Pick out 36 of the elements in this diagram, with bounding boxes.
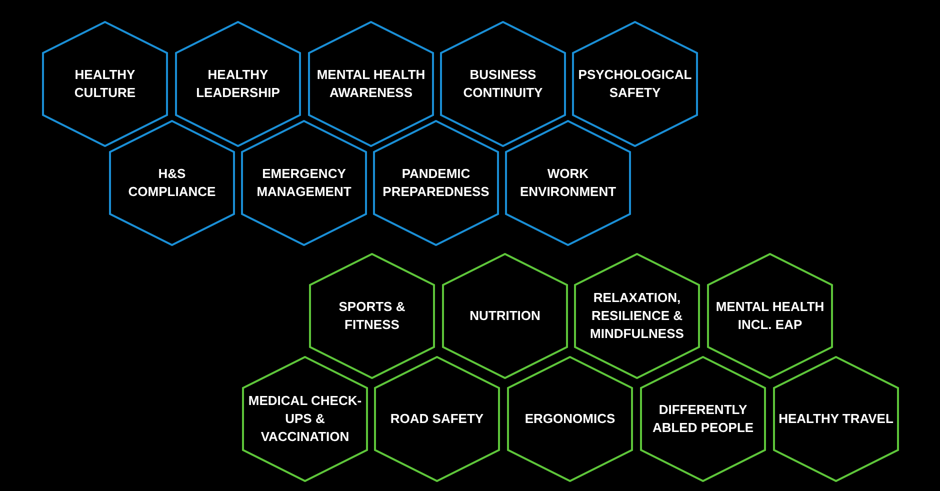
- hexagon-tile: [42, 21, 168, 147]
- hexagon-tile: [309, 253, 435, 379]
- tile-label: RELAXATION, RESILIENCE & MINDFULNESS: [589, 289, 685, 343]
- tile-label: NUTRITION: [470, 307, 540, 325]
- hexagon-tile: [505, 120, 631, 246]
- hexagon-tile: [175, 21, 301, 147]
- tile-label: BUSINESS CONTINUITY: [462, 66, 544, 102]
- tile-label: PANDEMIC PREPAREDNESS: [382, 165, 490, 201]
- tile-label: HEALTHY TRAVEL: [778, 410, 894, 428]
- tile-label: DIFFERENTLY ABLED PEOPLE: [651, 401, 755, 437]
- tile-label: HEALTHY LEADERSHIP: [195, 66, 281, 102]
- tile-label: PSYCHOLOGICAL SAFETY: [577, 66, 693, 102]
- hexagon-tile: [707, 253, 833, 379]
- hexagon-tile: [374, 356, 500, 482]
- tile-label: ERGONOMICS: [524, 410, 616, 428]
- tile-label: MEDICAL CHECK-UPS & VACCINATION: [247, 392, 363, 446]
- hexagon-tile: [308, 21, 434, 147]
- tile-label: ROAD SAFETY: [390, 410, 484, 428]
- hexagon-tile: [773, 356, 899, 482]
- hexagon-tile: [440, 21, 566, 147]
- hexagon-tile: [442, 253, 568, 379]
- tile-label: EMERGENCY MANAGEMENT: [256, 165, 352, 201]
- tile-label: SPORTS & FITNESS: [338, 298, 406, 334]
- tile-label: MENTAL HEALTH INCL. EAP: [714, 298, 826, 334]
- hexagon-tile: [574, 253, 700, 379]
- hexagon-tile: [640, 356, 766, 482]
- hexagon-tile: [109, 120, 235, 246]
- hexagon-tile: [373, 120, 499, 246]
- tile-label: MENTAL HEALTH AWARENESS: [316, 66, 426, 102]
- hexagon-tile: [241, 120, 367, 246]
- hexagon-tile: [242, 356, 368, 482]
- hexagon-tile: [572, 21, 698, 147]
- tile-label: H&S COMPLIANCE: [127, 165, 217, 201]
- hexagon-tile: [507, 356, 633, 482]
- tile-label: HEALTHY CULTURE: [73, 66, 137, 102]
- tile-label: WORK ENVIRONMENT: [518, 165, 618, 201]
